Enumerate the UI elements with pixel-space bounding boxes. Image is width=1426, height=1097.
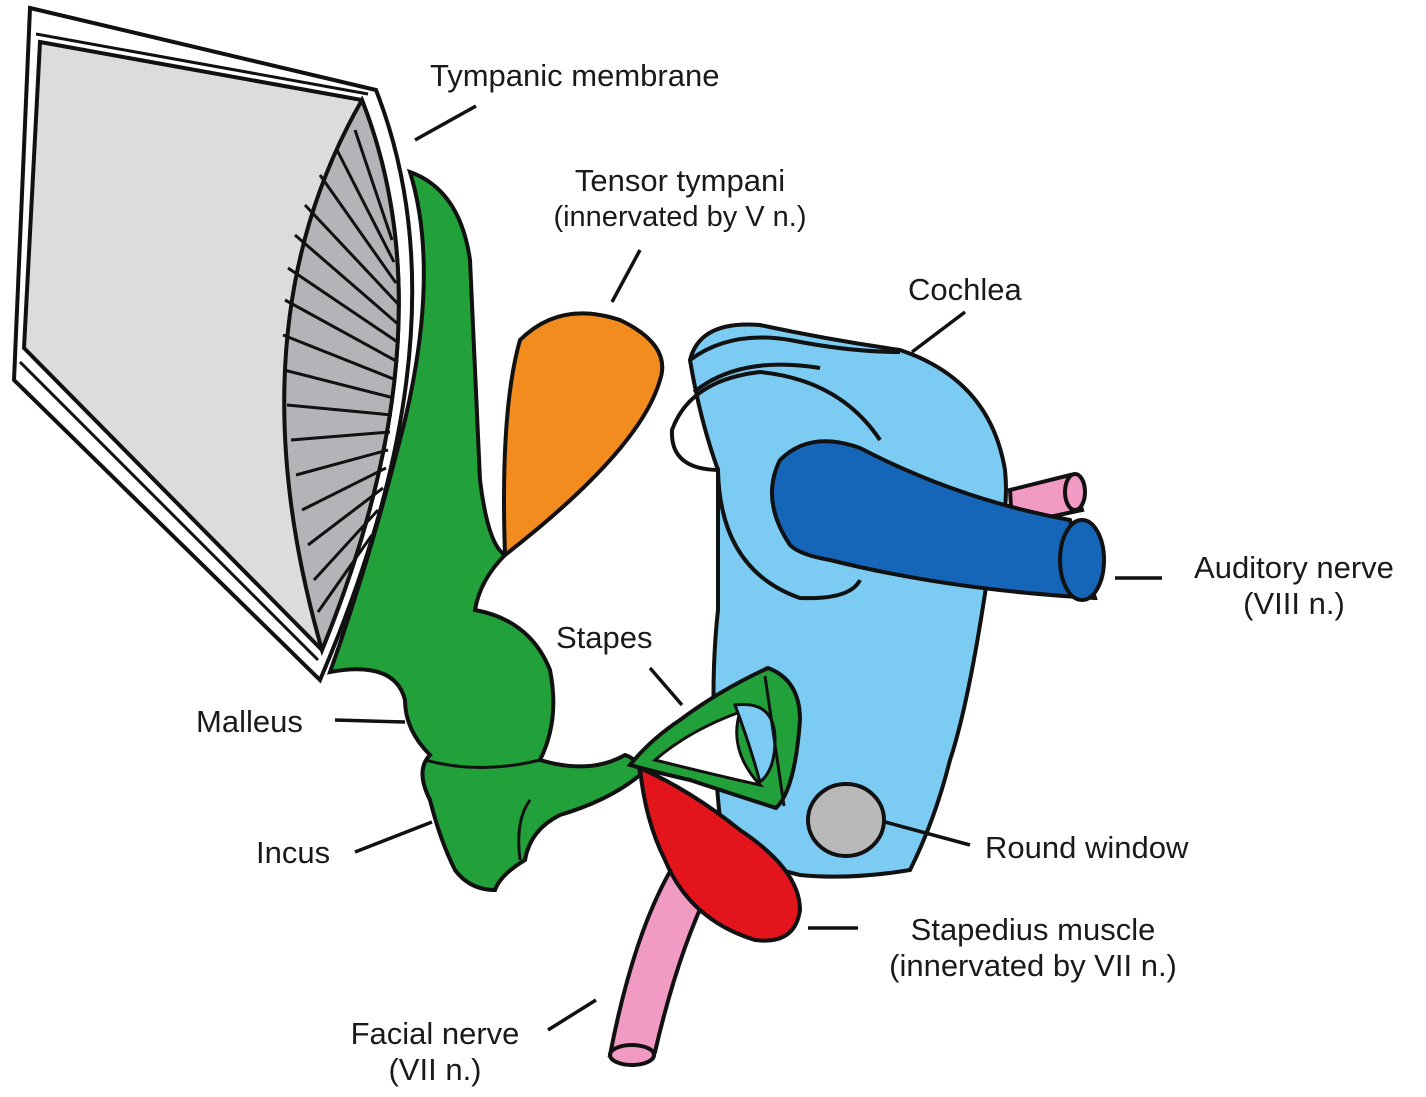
label-tensor-tympani-note: (innervated by V n.) xyxy=(545,199,815,235)
label-auditory-nerve-note: (VIII n.) xyxy=(1172,586,1416,622)
label-stapedius-muscle-note: (innervated by VII n.) xyxy=(868,948,1198,984)
label-stapes: Stapes xyxy=(556,620,653,656)
label-facial-nerve-title: Facial nerve xyxy=(330,1016,540,1052)
leader-tympanic-membrane xyxy=(415,106,476,140)
label-malleus: Malleus xyxy=(196,704,303,740)
label-facial-nerve: Facial nerve (VII n.) xyxy=(330,1016,540,1088)
leader-facial-nerve xyxy=(548,1000,596,1030)
label-tympanic-membrane: Tympanic membrane xyxy=(430,58,719,94)
label-tensor-tympani: Tensor tympani (innervated by V n.) xyxy=(545,163,815,235)
leader-malleus xyxy=(335,720,405,722)
label-auditory-nerve-title: Auditory nerve xyxy=(1172,550,1416,586)
label-cochlea: Cochlea xyxy=(908,272,1022,308)
label-facial-nerve-note: (VII n.) xyxy=(330,1052,540,1088)
label-round-window: Round window xyxy=(985,830,1188,866)
tensor-tympani-shape xyxy=(504,313,662,555)
leader-cochlea xyxy=(912,312,965,352)
label-incus: Incus xyxy=(256,835,330,871)
leader-incus xyxy=(355,822,432,852)
round-window-shape xyxy=(808,784,884,856)
label-auditory-nerve: Auditory nerve (VIII n.) xyxy=(1172,550,1416,622)
leader-tensor-tympani xyxy=(612,250,640,302)
leader-stapes xyxy=(650,668,682,705)
label-tensor-tympani-title: Tensor tympani xyxy=(545,163,815,199)
label-stapedius-muscle-title: Stapedius muscle xyxy=(868,912,1198,948)
label-stapedius-muscle: Stapedius muscle (innervated by VII n.) xyxy=(868,912,1198,984)
